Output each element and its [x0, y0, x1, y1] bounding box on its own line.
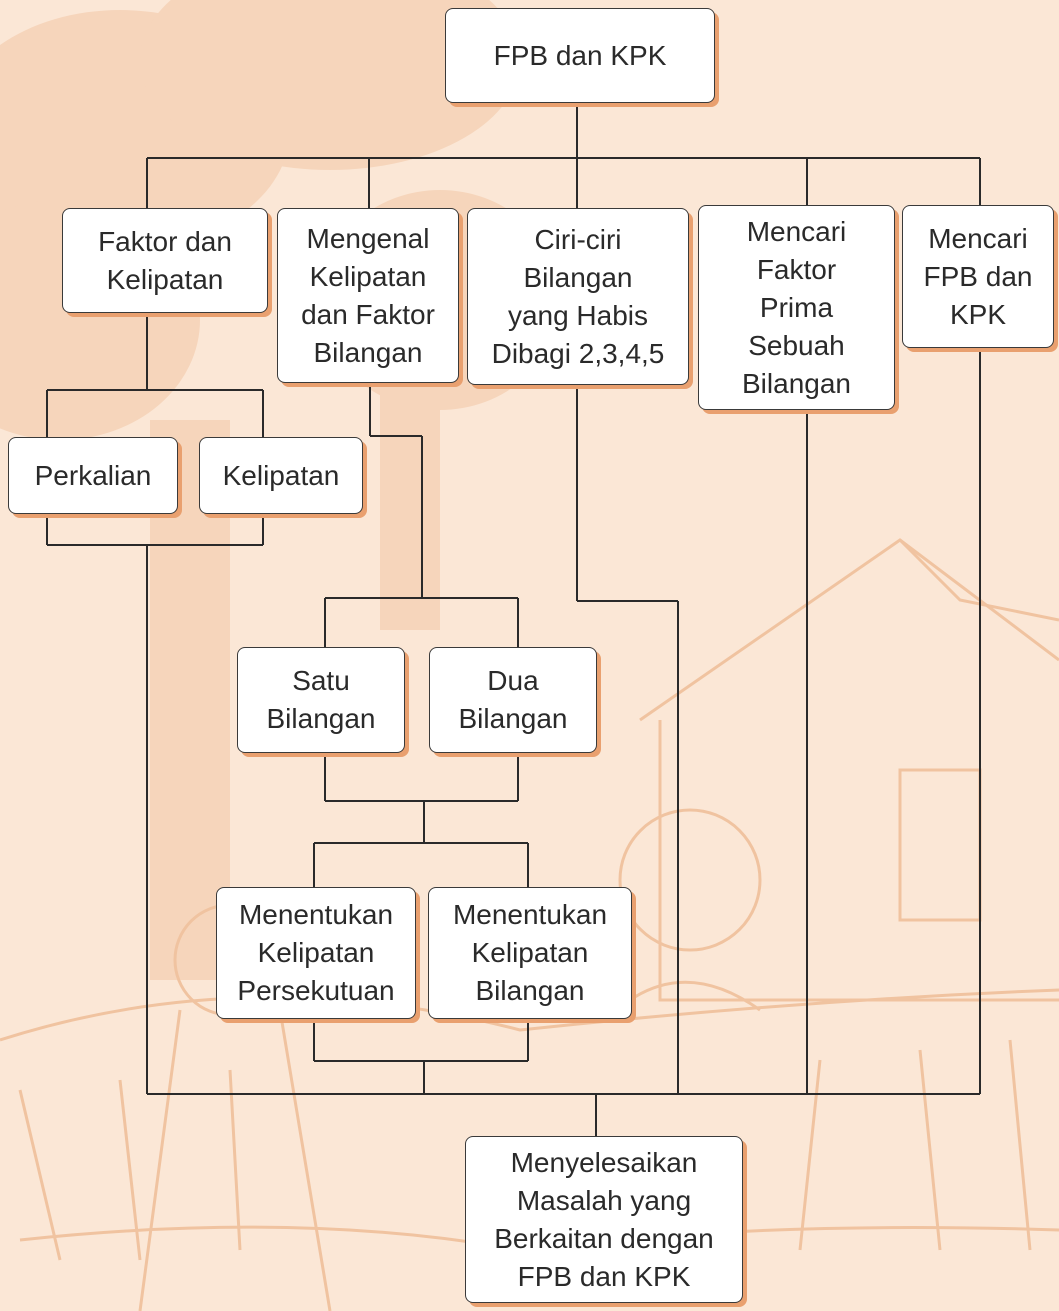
node-menyelesaikan-masalah: Menyelesaikan Masalah yang Berkaitan den… [465, 1136, 743, 1303]
node-ciri-ciri-bilangan: Ciri-ciri Bilangan yang Habis Dibagi 2,3… [467, 208, 689, 385]
node-label: Perkalian [34, 459, 152, 491]
node-fpb-dan-kpk: FPB dan KPK [445, 8, 715, 103]
node-label: Menentukan Kelipatan Persekutuan [237, 899, 395, 1006]
node-label: Mengenal Kelipatan dan Faktor Bilangan [301, 222, 435, 368]
node-label: FPB dan KPK [493, 39, 667, 71]
node-kelipatan-persekutuan: Menentukan Kelipatan Persekutuan [216, 887, 416, 1019]
node-perkalian: Perkalian [8, 437, 178, 514]
node-kelipatan-bilangan: Menentukan Kelipatan Bilangan [428, 887, 632, 1019]
node-mencari-faktor-prima: Mencari Faktor Prima Sebuah Bilangan [698, 205, 895, 410]
node-label: Kelipatan [222, 459, 340, 491]
node-label: Dua Bilangan [458, 665, 568, 734]
node-mencari-fpb-dan-kpk: Mencari FPB dan KPK [902, 205, 1054, 348]
node-mengenal-kelipatan-dan-faktor: Mengenal Kelipatan dan Faktor Bilangan [277, 208, 459, 383]
node-kelipatan: Kelipatan [199, 437, 363, 514]
node-faktor-dan-kelipatan: Faktor dan Kelipatan [62, 208, 268, 313]
node-label: Mencari Faktor Prima Sebuah Bilangan [742, 215, 851, 399]
node-label: Mencari FPB dan KPK [923, 222, 1033, 330]
node-label: Menentukan Kelipatan Bilangan [452, 899, 608, 1006]
node-satu-bilangan: Satu Bilangan [237, 647, 405, 753]
node-label: Faktor dan Kelipatan [98, 225, 232, 295]
node-label: Menyelesaikan Masalah yang Berkaitan den… [494, 1146, 714, 1292]
node-label: Ciri-ciri Bilangan yang Habis Dibagi 2,3… [491, 223, 665, 369]
node-dua-bilangan: Dua Bilangan [429, 647, 597, 753]
node-label: Satu Bilangan [266, 665, 376, 734]
